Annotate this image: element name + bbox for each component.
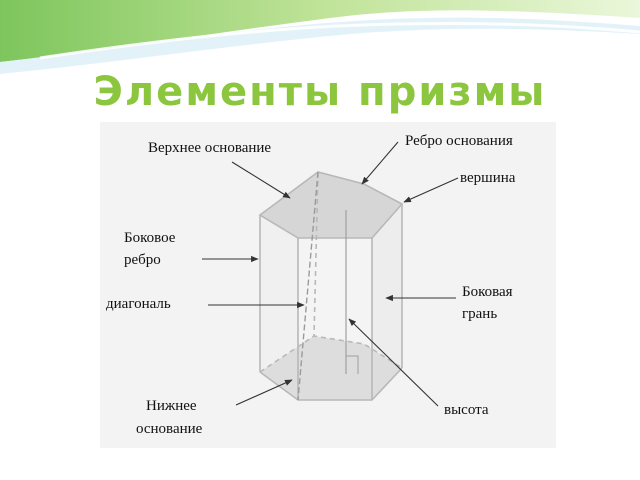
arrow-height [348, 318, 439, 407]
label-lateral-edge-line1: Боковое [124, 230, 176, 246]
slide-title: Элементы призмы [93, 69, 547, 115]
prism-bottom-base [260, 336, 402, 400]
label-lateral-face-line1: Боковая [462, 284, 513, 300]
prism-hidden-edge-back-left [313, 171, 319, 337]
label-lateral-face-line2: грань [462, 306, 497, 322]
arrow-vertex [403, 177, 459, 203]
prism-top-base [258, 171, 404, 239]
label-lateral-edge-line2: ребро [124, 252, 161, 268]
header-wave-white [39, 21, 640, 60]
prism-diagonal-line [297, 171, 319, 401]
prism-lateral-face-right [372, 204, 402, 400]
label-diagonal: диагональ [106, 296, 171, 312]
label-height: высота [444, 402, 489, 418]
prism-bottom-edges-hidden [259, 335, 403, 373]
arrow-base-edge [361, 141, 399, 185]
header-wave-green [0, 0, 640, 62]
label-top-base: Верхнее основание [148, 140, 271, 156]
label-vertex: вершина [460, 170, 516, 186]
arrow-bottom-base [235, 379, 293, 406]
arrow-top-base [231, 161, 291, 199]
label-base-edge: Ребро основания [405, 133, 513, 149]
label-bottom-base-line1: Нижнее [146, 398, 197, 414]
right-angle-mark [346, 355, 359, 374]
label-bottom-base-line2: основание [136, 421, 203, 437]
